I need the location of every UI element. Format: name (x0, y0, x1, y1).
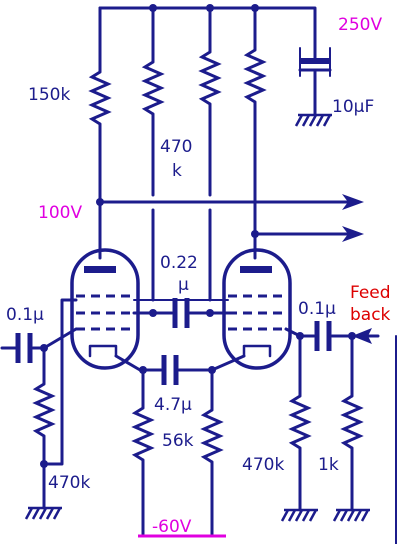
r150k-label: 150k (28, 85, 70, 105)
ground-10uf (294, 113, 332, 127)
resistor-150k (88, 6, 112, 260)
r470k-top-label-2: k (172, 161, 182, 181)
c01-right-label: 0.1µ (298, 299, 336, 319)
cathode-network (114, 354, 246, 385)
vacuum-tube-left (70, 248, 140, 370)
capacitor-10uf (298, 47, 332, 77)
resistor-1k (340, 334, 364, 512)
r470k-right-label: 470k (242, 455, 284, 475)
mid-voltage-label: 100V (38, 203, 82, 223)
c022-label-2: µ (178, 275, 189, 295)
r470k-left-label: 470k (48, 473, 90, 493)
r470k-top-label-1: 470 (160, 137, 192, 157)
feedback-label-1: Feed (350, 283, 391, 303)
negative-voltage-label: -60V (152, 517, 192, 537)
c10uf-label: 10µF (332, 97, 374, 117)
ground-1k (332, 508, 370, 522)
r56k-label: 56k (162, 431, 194, 451)
c01-left-label: 0.1µ (6, 305, 44, 325)
resistor-470k-top-a (141, 6, 165, 302)
c47-label: 4.7µ (154, 395, 192, 415)
supply-voltage-label: 250V (338, 15, 382, 35)
feedback-label-2: back (350, 305, 391, 325)
output-lines (98, 194, 364, 242)
ground-left (24, 506, 62, 520)
vacuum-tube-right (222, 248, 292, 370)
c022-label-1: 0.22 (160, 253, 198, 273)
resistor-56k-b (200, 368, 224, 536)
resistor-56k-a (131, 368, 155, 536)
input-left (0, 298, 78, 510)
resistor-470k-right (288, 334, 312, 512)
resistor-top-right (243, 6, 267, 260)
capacitor-022 (132, 298, 230, 328)
resistor-470k-top-b (198, 6, 222, 302)
ground-470k-right (280, 508, 318, 522)
input-right (284, 321, 397, 544)
r1k-label: 1k (318, 455, 339, 475)
